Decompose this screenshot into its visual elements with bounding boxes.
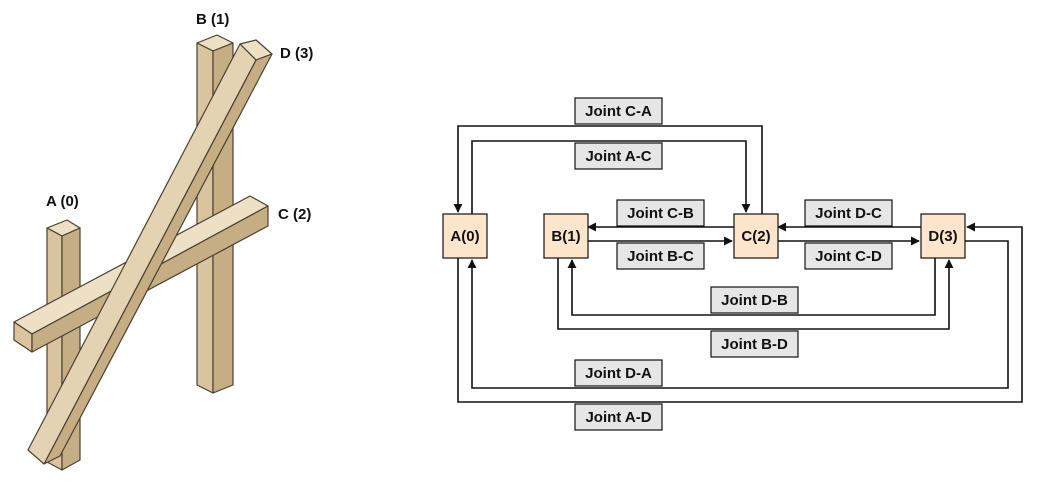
edge-b-d xyxy=(557,258,954,330)
edge-a-c xyxy=(471,140,751,214)
node-c xyxy=(733,213,779,259)
node-c-label: C(2) xyxy=(741,228,770,245)
joint-ca-label: Joint C-A xyxy=(585,103,652,120)
node-a-label: A(0) xyxy=(450,228,479,245)
joint-db-label: Joint D-B xyxy=(721,292,788,309)
beam-illustration xyxy=(13,34,273,471)
node-b-label: B(1) xyxy=(551,228,580,245)
edge-c-a xyxy=(453,125,763,214)
joint-bc-box xyxy=(616,242,705,270)
edge-a-d xyxy=(457,222,1023,403)
beam-label-c: C (2) xyxy=(278,206,311,223)
joint-ac-box xyxy=(574,142,663,170)
beam-label-b: B (1) xyxy=(196,11,229,28)
node-d-label: D(3) xyxy=(928,228,957,245)
joint-bd-label: Joint B-D xyxy=(721,336,788,353)
nodes: A(0) B(1) C(2) D(3) xyxy=(442,213,966,259)
joint-cd-label: Joint C-D xyxy=(815,248,882,265)
beam-label-d: D (3) xyxy=(280,45,313,62)
node-b xyxy=(543,213,589,259)
joint-cd-box xyxy=(804,242,893,270)
edges xyxy=(453,125,1023,403)
joint-ac-label: Joint A-C xyxy=(585,148,651,165)
connection-graph: Joint C-A Joint A-C Joint C-B Joint B-C … xyxy=(442,97,1023,431)
joint-db-box xyxy=(710,286,799,314)
joint-dc-box xyxy=(804,199,893,227)
edge-d-b xyxy=(567,258,936,316)
joint-bd-box xyxy=(710,330,799,358)
node-a xyxy=(442,213,488,259)
joint-da-box xyxy=(574,359,663,387)
edge-d-a xyxy=(467,240,1009,389)
joint-cb-box xyxy=(616,199,705,227)
beam-d xyxy=(27,39,273,465)
joint-da-label: Joint D-A xyxy=(585,365,652,382)
joint-bc-label: Joint B-C xyxy=(627,248,694,265)
joint-ad-label: Joint A-D xyxy=(585,409,651,426)
beam-label-a: A (0) xyxy=(46,193,79,210)
joint-cb-label: Joint C-B xyxy=(627,205,694,222)
joint-ad-box xyxy=(574,403,663,431)
joint-ca-box xyxy=(574,97,663,125)
node-d xyxy=(920,213,966,259)
joint-labels: Joint C-A Joint A-C Joint C-B Joint B-C … xyxy=(574,97,893,431)
joint-dc-label: Joint D-C xyxy=(815,205,882,222)
